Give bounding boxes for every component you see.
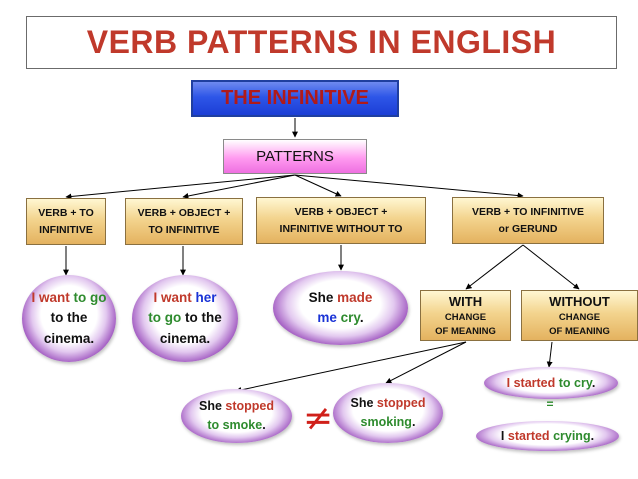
word: I <box>506 375 511 390</box>
arrow-box4-to-with <box>465 244 524 290</box>
word: . <box>590 428 595 443</box>
word: made <box>337 289 373 305</box>
word: cinema. <box>43 330 95 346</box>
pattern-box-line: or GERUND <box>498 222 558 235</box>
word: cinema. <box>159 330 211 346</box>
arrow-patterns-to-box4 <box>294 174 524 199</box>
word: She <box>198 398 222 413</box>
arrow-with-to-ex4 <box>235 341 467 393</box>
page-title: VERB PATTERNS IN ENGLISH <box>26 16 617 69</box>
pattern-box-line: INFINITIVE <box>39 223 93 236</box>
word: . <box>591 375 596 390</box>
change-label: CHANGE <box>558 312 601 323</box>
arrow-with-to-ex5 <box>385 341 467 384</box>
example-oval-want-to-go: I want to go to the cinema. <box>22 275 116 362</box>
word: smoking <box>360 415 412 429</box>
arrow-patterns-to-box2 <box>182 174 296 199</box>
word: I <box>153 290 158 306</box>
word: to go <box>148 310 182 326</box>
arrow-patterns-to-box3 <box>294 174 342 197</box>
word: cry <box>340 310 360 325</box>
word: She <box>308 289 334 305</box>
example-oval-stopped-to-smoke: She stopped to smoke. <box>181 389 292 443</box>
word: to the <box>185 310 222 326</box>
word: her <box>195 290 217 306</box>
word: crying <box>553 428 591 443</box>
pattern-box-verb-object-to-infinitive: VERB + OBJECT + TO INFINITIVE <box>125 198 243 245</box>
pattern-box-line: VERB + OBJECT + <box>294 206 388 219</box>
arrow-without-to-ex6 <box>546 341 553 368</box>
without-label: WITHOUT <box>549 293 610 309</box>
example-oval-started-to-cry: I started to cry. <box>484 367 618 399</box>
word: I <box>31 290 36 306</box>
word: . <box>411 415 416 429</box>
word: want <box>39 290 70 306</box>
arrow-box4-to-without <box>522 244 580 290</box>
word: to cry <box>558 375 592 390</box>
meaning-label: OF MEANING <box>549 326 610 338</box>
patterns-box: PATTERNS <box>223 139 367 174</box>
word: . <box>262 418 266 432</box>
word: stopped <box>225 398 275 413</box>
pattern-box-verb-to-infinitive: VERB + TO INFINITIVE <box>26 198 106 245</box>
equal-sign: = <box>546 397 554 411</box>
with-change-of-meaning-box: WITH CHANGE OF MEANING <box>420 290 511 341</box>
arrow-patterns-to-box1 <box>65 174 296 200</box>
change-label: CHANGE <box>444 312 487 323</box>
word: I <box>500 428 505 443</box>
pattern-box-line: VERB + TO INFINITIVE <box>471 206 585 219</box>
example-oval-stopped-smoking: She stopped smoking. <box>333 383 443 443</box>
example-oval-want-her-to-go: I want her to go to the cinema. <box>132 275 238 362</box>
not-equal-sign: ≠ <box>302 397 334 439</box>
pattern-box-line: VERB + TO <box>38 207 94 220</box>
word: to the <box>50 310 88 326</box>
example-oval-made-me-cry: She made me cry. <box>273 271 408 345</box>
meaning-label: OF MEANING <box>435 326 496 338</box>
pattern-box-line: INFINITIVE WITHOUT TO <box>279 222 403 235</box>
pattern-box-verb-object-infinitive-without-to: VERB + OBJECT + INFINITIVE WITHOUT TO <box>256 197 426 244</box>
infinitive-heading: THE INFINITIVE <box>191 80 399 117</box>
word: She <box>350 395 374 410</box>
without-change-of-meaning-box: WITHOUT CHANGE OF MEANING <box>521 290 638 341</box>
word: me <box>317 310 337 325</box>
word: started <box>507 428 550 443</box>
word: want <box>160 290 192 306</box>
example-oval-started-crying: I started crying. <box>476 421 619 451</box>
word: . <box>359 310 364 325</box>
word: to smoke <box>207 418 263 432</box>
pattern-box-line: VERB + OBJECT + <box>137 207 231 220</box>
word: to go <box>73 290 107 306</box>
word: started <box>513 375 556 390</box>
pattern-box-verb-to-infinitive-or-gerund: VERB + TO INFINITIVE or GERUND <box>452 197 604 244</box>
word: stopped <box>376 395 426 410</box>
with-label: WITH <box>448 293 483 309</box>
pattern-box-line: TO INFINITIVE <box>148 223 220 236</box>
